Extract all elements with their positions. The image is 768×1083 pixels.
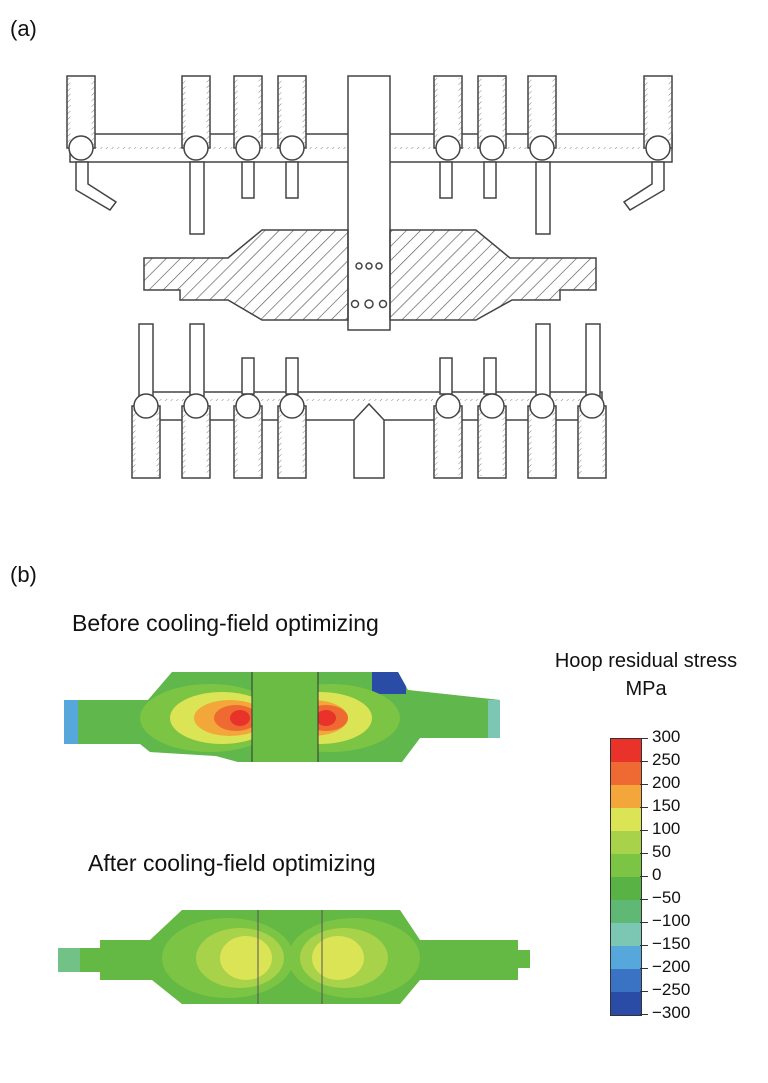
colorbar-segment [611,969,641,992]
colorbar-tick-mark [640,876,648,877]
colorbar-tick-label: −250 [652,980,691,999]
colorbar-tick-label: −100 [652,911,691,930]
colorbar-tick-mark [640,784,648,785]
colorbar-tick-label: 100 [652,819,681,838]
colorbar-tick-mark [640,807,648,808]
colorbar-tick-label: 250 [652,750,681,769]
after-title: After cooling-field optimizing [88,850,376,876]
colorbar-segment [611,739,641,762]
bottom-support [353,402,385,479]
colorbar-segment [611,877,641,900]
colorbar-segment [611,808,641,831]
colorbar-segment [611,831,641,854]
colorbar-segment [611,992,641,1015]
colorbar-segment [611,785,641,808]
colorbar-tick-label: −150 [652,934,691,953]
panel-b-label: (b) [10,562,37,587]
colorbar-tick-mark [640,1014,648,1015]
colorbar-tick-mark [640,761,648,762]
colorbar-tick-mark [640,830,648,831]
colorbar-segment [611,762,641,785]
colorbar-segment [611,900,641,923]
quench-fixture-diagram [66,75,673,479]
colorbar [610,738,642,1016]
colorbar-tick-label: −300 [652,1003,691,1022]
colorbar-tick-mark [640,738,648,739]
colorbar-segment [611,946,641,969]
colorbar-segment [611,854,641,877]
colorbar-tick-label: 50 [652,842,671,861]
colorbar-tick-mark [640,945,648,946]
colorbar-tick-label: −50 [652,888,681,907]
colorbar-tick-label: −200 [652,957,691,976]
colorbar-tick-mark [640,922,648,923]
legend-unit: MPa [625,678,667,700]
colorbar-tick-label: 0 [652,865,662,884]
before-title: Before cooling-field optimizing [72,610,379,636]
colorbar-tick-label: 300 [652,727,681,746]
colorbar-segment [611,923,641,946]
workpiece-section [143,229,349,321]
colorbar-tick-mark [640,991,648,992]
colorbar-tick-mark [640,899,648,900]
colorbar-tick-label: 150 [652,796,681,815]
colorbar-tick-label: 200 [652,773,681,792]
colorbar-tick-mark [640,968,648,969]
colorbar-tick-mark [640,853,648,854]
panel-a-label: (a) [10,16,37,41]
central-mandrel [347,75,391,331]
legend-title: Hoop residual stress [554,650,738,672]
